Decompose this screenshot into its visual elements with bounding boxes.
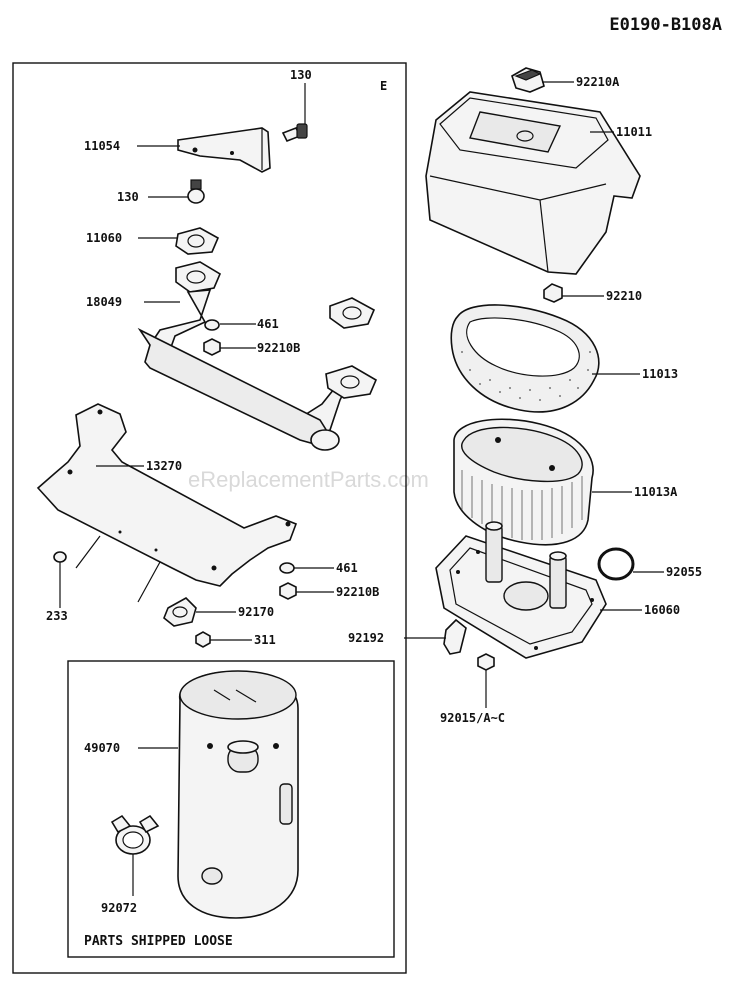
- exhaust-pipe-18049[interactable]: [137, 261, 378, 451]
- air-filter-element-11013A[interactable]: [453, 418, 594, 546]
- nut-92210B-lower[interactable]: [279, 582, 297, 600]
- nut-311[interactable]: [195, 631, 211, 648]
- label-92210A: 92210A: [576, 75, 620, 89]
- label-11013A: 11013A: [634, 485, 678, 499]
- label-92072: 92072: [101, 901, 137, 915]
- label-130-top: 130: [290, 68, 312, 82]
- air-cleaner-base-16060[interactable]: [435, 521, 607, 659]
- nut-92210[interactable]: [543, 283, 563, 303]
- clamp-92170[interactable]: [163, 597, 197, 627]
- knob-92210A[interactable]: [511, 67, 545, 93]
- muffler-group-frame: [12, 62, 407, 974]
- label-11013: 11013: [642, 367, 678, 381]
- label-11060: 11060: [86, 231, 122, 245]
- panel-letter: E: [380, 79, 387, 93]
- label-461-lower: 461: [336, 561, 358, 575]
- washer-461-upper[interactable]: [204, 319, 220, 331]
- label-461-upper: 461: [257, 317, 279, 331]
- label-92210B-lower: 92210B: [336, 585, 379, 599]
- watermark: eReplacementParts.com: [188, 467, 429, 492]
- pre-cleaner-11013[interactable]: [450, 304, 600, 413]
- leader-lines: [59, 81, 664, 896]
- o-ring-92055[interactable]: [597, 547, 635, 581]
- screw-233[interactable]: [53, 551, 67, 563]
- label-233: 233: [46, 609, 68, 623]
- loose-parts-caption: PARTS SHIPPED LOOSE: [84, 934, 233, 949]
- nut-92015[interactable]: [477, 653, 495, 671]
- gasket-right[interactable]: [329, 297, 376, 329]
- diagram-code: E0190-B108A: [609, 15, 722, 35]
- label-311: 311: [254, 633, 276, 647]
- label-92170: 92170: [238, 605, 274, 619]
- breather-92192[interactable]: [443, 618, 467, 655]
- label-11054: 11054: [84, 139, 120, 153]
- heat-shield-13270[interactable]: [36, 403, 298, 603]
- bolt-130-top[interactable]: [281, 123, 308, 143]
- label-92192: 92192: [348, 631, 384, 645]
- label-13270: 13270: [146, 459, 182, 473]
- nut-92210B-upper[interactable]: [203, 338, 221, 356]
- bolt-130-lower[interactable]: [187, 179, 205, 204]
- label-92210: 92210: [606, 289, 642, 303]
- label-11011: 11011: [616, 125, 652, 139]
- clamp-92072[interactable]: [110, 814, 160, 855]
- washer-461-lower[interactable]: [279, 562, 295, 574]
- label-92055: 92055: [666, 565, 702, 579]
- label-16060: 16060: [644, 603, 680, 617]
- label-92210B-upper: 92210B: [257, 341, 300, 355]
- air-cleaner-cover-11011[interactable]: [425, 91, 641, 275]
- label-18049: 18049: [86, 295, 122, 309]
- label-130-lower: 130: [117, 190, 139, 204]
- bracket-11054[interactable]: [177, 127, 271, 173]
- muffler-49070[interactable]: [177, 670, 299, 919]
- label-92015: 92015/A~C: [440, 711, 505, 725]
- gasket-11060[interactable]: [175, 227, 220, 255]
- loose-parts-frame: [67, 660, 395, 958]
- label-49070: 49070: [84, 741, 120, 755]
